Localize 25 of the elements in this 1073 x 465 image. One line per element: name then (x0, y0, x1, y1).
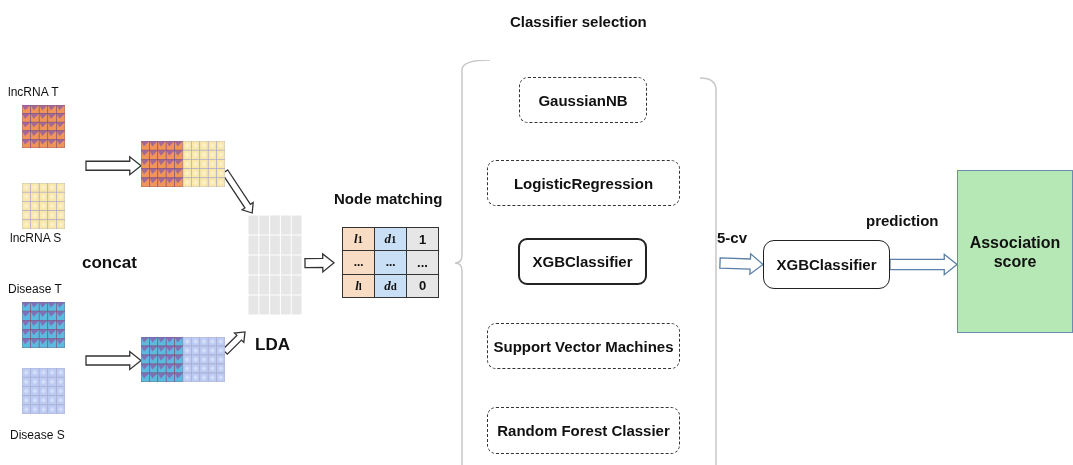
block-arrow (85, 155, 143, 177)
classifier-box: XGBClassifier (518, 238, 647, 285)
classifier-box: Random Forest Classier (487, 407, 680, 454)
classifier-box: LogisticRegression (487, 160, 680, 206)
step-label: LDA (255, 335, 290, 355)
table-cell: ... (342, 250, 375, 275)
result-box: Association score (957, 170, 1073, 333)
step-label: concat (82, 253, 137, 273)
matrix-label: Disease S (10, 428, 65, 442)
group-heading: Classifier selection (510, 13, 647, 30)
matrix-label: lncRNA T (8, 85, 59, 99)
block-arrow (719, 252, 765, 276)
model-box: XGBClassifier (763, 240, 890, 289)
block-arrow (889, 252, 959, 277)
classifier-box: Support Vector Machines (487, 323, 680, 369)
matrix-label: lncRNA S (10, 231, 62, 245)
matrix-label: Disease T (8, 282, 62, 296)
table-cell: 0 (406, 273, 439, 298)
classifier-box: GaussianNB (519, 77, 647, 123)
step-label: Node matching (334, 190, 443, 207)
block-arrow (85, 350, 143, 371)
table-cell: ... (406, 250, 439, 275)
table-cell: ... (374, 250, 407, 275)
table-cell: 1 (406, 227, 439, 252)
block-arrow (304, 252, 336, 274)
